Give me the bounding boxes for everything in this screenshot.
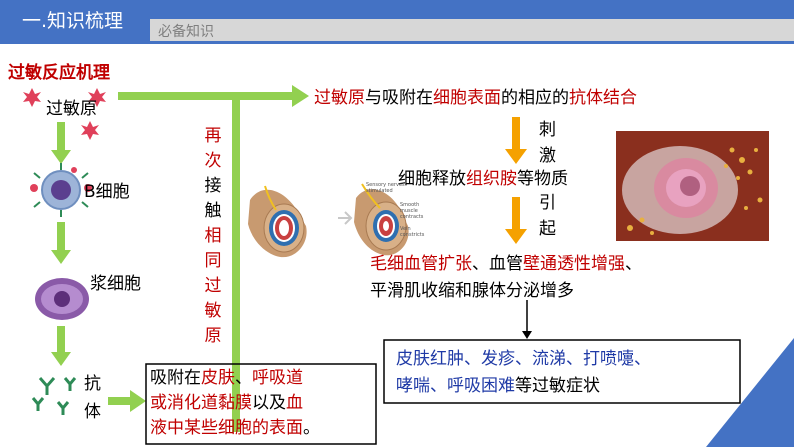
arrow-reexposure-path — [118, 85, 309, 432]
cause-char: 起 — [539, 219, 556, 239]
adsorb-blood: 血 — [286, 393, 303, 413]
effects-line-2: 平滑肌收缩和腺体分泌增多 — [370, 281, 574, 301]
effects-permeability: 壁通透性增强 — [523, 254, 625, 274]
binding-sentence: 过敏原与吸附在细胞表面的相应的抗体结合 — [314, 86, 637, 110]
binding-allergen: 过敏原 — [314, 88, 365, 108]
binding-text: 与吸附在 — [365, 88, 433, 108]
adsorb-box-border — [145, 363, 377, 445]
vessel-label-vein: Vein constricts — [400, 226, 425, 238]
symptoms-line-2: 哮喘、呼吸困难等过敏症状 — [396, 373, 651, 400]
binding-text: 的相应的 — [501, 88, 569, 108]
adsorb-line-1: 吸附在皮肤、呼吸道 — [150, 366, 320, 391]
adsorb-text: 吸附在 — [150, 368, 201, 388]
reexposure-char: 敏 — [204, 301, 222, 321]
symptoms-suffix: 等过敏症状 — [515, 376, 600, 396]
reexposure-char: 同 — [204, 251, 222, 271]
stimulate-text: 刺 激 — [539, 117, 556, 169]
effects-text-end: 、 — [625, 254, 642, 274]
vessel-label-smooth: Smooth muscle contracts — [400, 202, 424, 220]
allergen-label: 过敏原 — [46, 99, 97, 119]
reexposure-char: 次 — [204, 151, 222, 171]
b-cell-label: B细胞 — [84, 182, 130, 202]
section-title: 过敏反应机理 — [8, 63, 110, 83]
small-grey-arrow — [338, 211, 353, 225]
adsorb-digestive: 或消化道黏膜 — [150, 393, 252, 413]
reexposure-char: 再 — [204, 126, 222, 146]
vessel-illustration-2 — [354, 183, 409, 256]
subtitle-bar: 必备知识 — [150, 19, 794, 41]
adsorb-text: 以及 — [252, 393, 286, 413]
plasma-cell-label: 浆细胞 — [90, 274, 141, 294]
adsorb-box-text: 吸附在皮肤、呼吸道 或消化道黏膜以及血 液中某些细胞的表面。 — [150, 366, 320, 441]
symptom-box-border — [383, 339, 741, 404]
arrow-allergen-to-bcell — [51, 122, 71, 164]
page-title: 一.知识梳理 — [22, 10, 124, 32]
arrow-antibody-to-box — [108, 390, 146, 412]
effects-capillary: 毛细血管扩张 — [370, 254, 472, 274]
antibody-label-1: 抗 — [84, 374, 101, 394]
stimulate-char: 激 — [539, 146, 556, 166]
effects-text: 毛细血管扩张、血管壁通透性增强、 平滑肌收缩和腺体分泌增多 — [370, 251, 642, 305]
subtitle-text: 必备知识 — [158, 24, 214, 40]
reexposure-text: 再 次 接 触 相 同 过 敏 原 — [202, 124, 224, 349]
reexposure-char: 接 — [204, 176, 222, 196]
antibody-label-2: 体 — [84, 402, 101, 422]
cause-text: 引 起 — [539, 190, 556, 242]
reexposure-char: 过 — [204, 276, 222, 296]
mast-cell-image — [616, 131, 769, 241]
release-text: 等物质 — [517, 169, 568, 189]
b-cell-icon — [30, 163, 92, 217]
reexposure-char: 相 — [204, 226, 222, 246]
symptoms-text: 哮喘、呼吸困难 — [396, 376, 515, 396]
effects-line-1: 毛细血管扩张、血管壁通透性增强、 — [370, 251, 642, 278]
adsorb-blood-cells: 液中某些细胞的表面 — [150, 418, 303, 438]
antibody-icons — [31, 377, 77, 415]
release-sentence: 细胞释放组织胺等物质 — [398, 167, 568, 191]
adsorb-line-3: 液中某些细胞的表面。 — [150, 416, 320, 441]
orange-arrows — [505, 117, 527, 244]
corner-decoration — [706, 338, 794, 447]
release-text: 细胞释放 — [398, 169, 466, 189]
plasma-cell-icon — [35, 278, 89, 320]
symptoms-text: 皮肤红肿、发疹、流涕、打喷嚏、 哮喘、呼吸困难等过敏症状 — [396, 346, 651, 400]
binding-antibody: 抗体结合 — [569, 88, 637, 108]
adsorb-skin: 皮肤 — [201, 368, 235, 388]
adsorb-text: 、 — [235, 368, 252, 388]
symptoms-line-1: 皮肤红肿、发疹、流涕、打喷嚏、 — [396, 349, 651, 369]
allergen-icons — [23, 88, 106, 140]
arrow-plasma-to-antibody — [51, 326, 71, 366]
arrow-bcell-to-plasma — [51, 222, 71, 264]
reexposure-char: 原 — [204, 326, 222, 346]
adsorb-respiratory: 呼吸道 — [252, 368, 303, 388]
effects-text-mid: 、血管 — [472, 254, 523, 274]
adsorb-line-2: 或消化道黏膜以及血 — [150, 391, 320, 416]
reexposure-char: 触 — [204, 201, 222, 221]
black-arrow — [522, 300, 532, 339]
release-histamine: 组织胺 — [466, 169, 517, 189]
vessel-label-nerves: Sensory nerves stimulated — [366, 182, 405, 194]
binding-surface: 细胞表面 — [433, 88, 501, 108]
cause-char: 引 — [539, 193, 556, 213]
stimulate-char: 刺 — [539, 120, 556, 140]
adsorb-text: 。 — [303, 418, 320, 438]
vessel-illustration-1 — [248, 185, 307, 258]
